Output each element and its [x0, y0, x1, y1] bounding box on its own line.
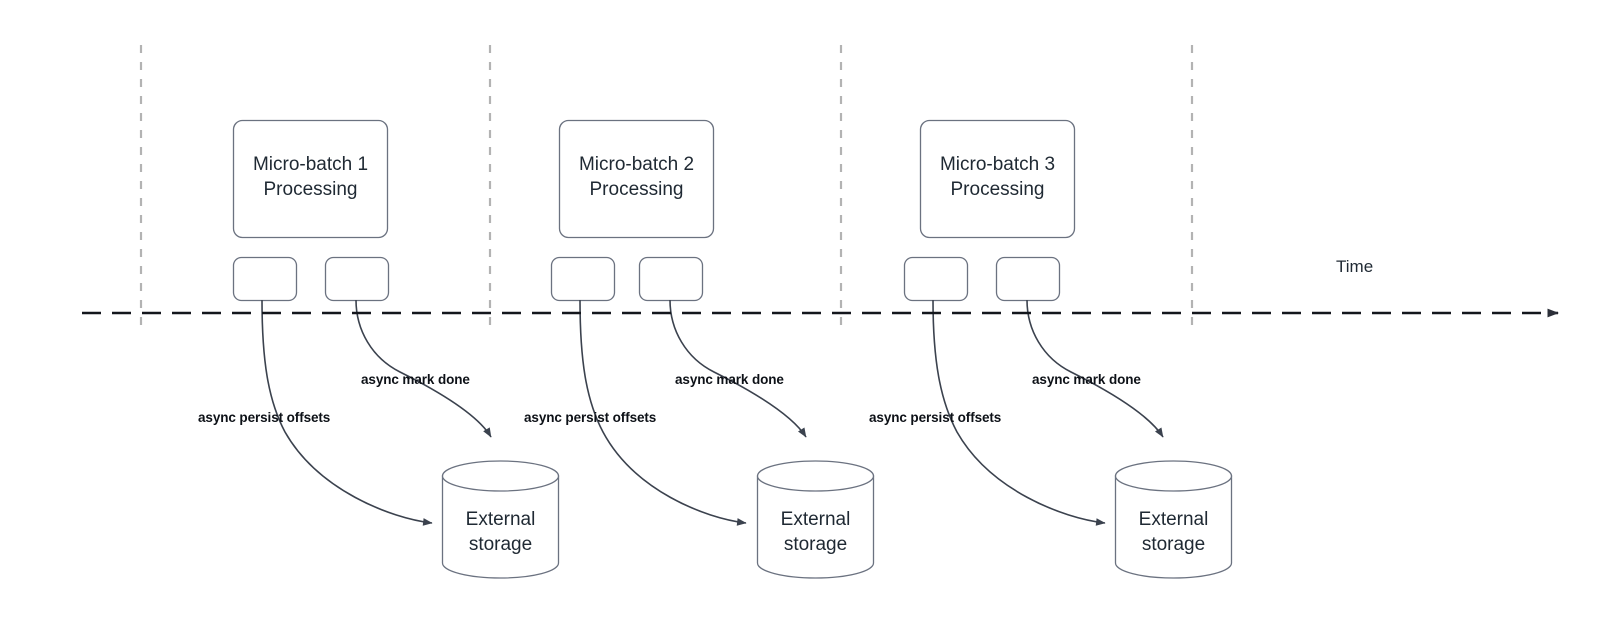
- task-boxes: [232, 256, 1061, 302]
- task-box-3-mark[interactable]: [995, 256, 1061, 302]
- curve-1-mark-done: [355, 299, 492, 438]
- flow-label-3-persist-offsets: async persist offsets: [869, 410, 1002, 425]
- task-box-1-mark[interactable]: [324, 256, 390, 302]
- storage-cylinders: [441, 460, 1233, 579]
- external-storage-label-3-line1: External: [1138, 509, 1209, 530]
- flow-label-1-mark-done: async mark done: [361, 372, 470, 387]
- curve-2-mark-done: [669, 299, 807, 438]
- flow-label-2-persist-offsets: async persist offsets: [524, 410, 657, 425]
- micro-batch-label-2: Micro-batch 2 Processing: [559, 152, 714, 202]
- curve-2-persist-offsets: [579, 299, 747, 526]
- external-storage-cylinder-1[interactable]: [441, 460, 560, 579]
- time-axis-label: Time: [1336, 257, 1374, 276]
- flow-label-1-persist-offsets: async persist offsets: [198, 410, 331, 425]
- micro-batch-box-1[interactable]: [232, 119, 389, 239]
- external-storage-cylinder-3[interactable]: [1114, 460, 1233, 579]
- curve-3-persist-offsets: [932, 299, 1106, 526]
- external-storage-cylinder-2[interactable]: [756, 460, 875, 579]
- divider-lines: [139, 45, 1194, 330]
- micro-batch-label-3: Micro-batch 3 Processing: [920, 152, 1075, 202]
- external-storage-label-2-line2: storage: [783, 534, 848, 555]
- curve-3-mark-done: [1026, 299, 1164, 438]
- micro-batch-label-3-line2: Processing: [950, 179, 1045, 200]
- micro-batch-label-2-line2: Processing: [589, 179, 684, 200]
- task-box-1-persist[interactable]: [232, 256, 298, 302]
- external-storage-label-3: External storage: [1115, 507, 1232, 557]
- micro-batch-box-2[interactable]: [558, 119, 715, 239]
- micro-batch-label-1-line1: Micro-batch 1: [252, 154, 369, 175]
- flow-label-3-mark-done: async mark done: [1032, 372, 1141, 387]
- external-storage-label-1-line1: External: [465, 509, 536, 530]
- curve-1-persist-offsets: [261, 299, 433, 526]
- task-box-2-persist[interactable]: [550, 256, 616, 302]
- external-storage-label-2: External storage: [757, 507, 874, 557]
- task-box-3-persist[interactable]: [903, 256, 969, 302]
- micro-batch-label-2-line1: Micro-batch 2: [578, 154, 695, 175]
- micro-batch-label-3-line1: Micro-batch 3: [939, 154, 1056, 175]
- micro-batch-boxes: [232, 119, 1076, 239]
- external-storage-label-1-line2: storage: [468, 534, 533, 555]
- micro-batch-label-1: Micro-batch 1 Processing: [233, 152, 388, 202]
- external-storage-label-1: External storage: [442, 507, 559, 557]
- external-storage-label-3-line2: storage: [1141, 534, 1206, 555]
- external-storage-label-2-line1: External: [780, 509, 851, 530]
- micro-batch-label-1-line2: Processing: [263, 179, 358, 200]
- flow-label-2-mark-done: async mark done: [675, 372, 784, 387]
- flow-curves: [261, 299, 1164, 526]
- task-box-2-mark[interactable]: [638, 256, 704, 302]
- micro-batch-box-3[interactable]: [919, 119, 1076, 239]
